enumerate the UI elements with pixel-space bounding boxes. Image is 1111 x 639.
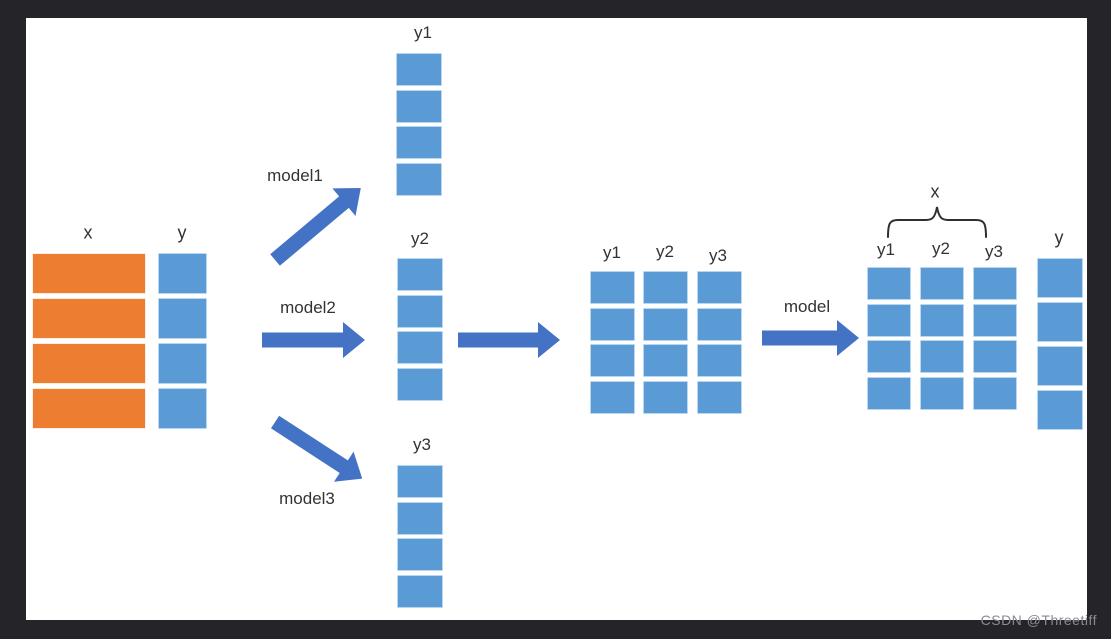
right-y2-label: y2: [932, 239, 950, 258]
matrix-cell: [396, 89, 442, 123]
matrix-cell: [920, 376, 964, 410]
matrix-cell: [697, 271, 742, 304]
left-x-label: x: [83, 222, 93, 243]
matrix-cell: [697, 380, 742, 414]
matrix-cell: [1037, 302, 1083, 342]
pred-bottom-label: y3: [413, 435, 431, 454]
matrix-cell: [158, 253, 207, 294]
matrix-cell: [643, 307, 688, 341]
pred-middle-label: y2: [411, 229, 429, 248]
matrix-cell: [643, 380, 688, 414]
x-feature-matrix: [32, 253, 146, 429]
matrix-cell: [697, 307, 742, 341]
matrix-cell: [697, 344, 742, 377]
matrix-cell: [397, 538, 443, 571]
y1-prediction-column: [396, 53, 442, 196]
matrix-cell: [32, 343, 146, 384]
matrix-cell: [32, 298, 146, 339]
matrix-cell: [867, 267, 911, 300]
matrix-cell: [1037, 258, 1083, 298]
matrix-cell: [396, 53, 442, 86]
matrix-cell: [920, 340, 964, 373]
pred-top-label: y1: [414, 23, 432, 42]
matrix-cell: [158, 388, 207, 429]
final-model-label: model: [783, 297, 831, 316]
center-y3-column: [697, 271, 742, 414]
matrix-cell: [396, 162, 442, 196]
right-y3-label: y3: [985, 242, 1003, 261]
matrix-cell: [920, 303, 964, 337]
model3-label: model3: [279, 489, 335, 508]
model1-label: model1: [267, 166, 323, 185]
matrix-cell: [867, 376, 911, 410]
center-y3-label: y3: [709, 246, 727, 265]
center-y2-label: y2: [656, 242, 674, 261]
right-y1-column: [867, 267, 911, 410]
model2-label: model2: [280, 298, 336, 317]
matrix-cell: [397, 501, 443, 535]
right-y1-label: y1: [877, 240, 895, 259]
y3-prediction-column: [397, 465, 443, 608]
matrix-cell: [590, 271, 635, 304]
center-y1-column: [590, 271, 635, 414]
final-model-arrow-icon: [762, 320, 859, 356]
matrix-cell: [397, 294, 443, 328]
brace-icon: [887, 206, 987, 238]
matrix-cell: [973, 303, 1017, 337]
matrix-cell: [867, 303, 911, 337]
watermark: CSDN @Threetiff: [980, 612, 1097, 628]
combine-arrow-icon: [458, 322, 560, 358]
center-y2-column: [643, 271, 688, 414]
matrix-cell: [397, 331, 443, 364]
matrix-cell: [1037, 390, 1083, 430]
center-y1-label: y1: [603, 243, 621, 262]
model3-arrow-icon: [270, 415, 363, 482]
model2-arrow-icon: [262, 322, 365, 358]
y2-prediction-column: [397, 258, 443, 401]
matrix-cell: [397, 258, 443, 291]
matrix-cell: [32, 253, 146, 294]
matrix-cell: [397, 367, 443, 401]
matrix-cell: [396, 126, 442, 159]
right-y3-column: [973, 267, 1017, 410]
right-y-target-column: [1037, 258, 1083, 430]
matrix-cell: [397, 574, 443, 608]
matrix-cell: [973, 267, 1017, 300]
matrix-cell: [590, 380, 635, 414]
model1-arrow-icon: [270, 188, 361, 266]
matrix-cell: [158, 343, 207, 384]
right-y2-column: [920, 267, 964, 410]
matrix-cell: [920, 267, 964, 300]
matrix-cell: [32, 388, 146, 429]
left-y-label: y: [177, 222, 187, 243]
matrix-cell: [973, 376, 1017, 410]
right-y-label: y: [1054, 227, 1064, 248]
matrix-cell: [397, 465, 443, 498]
matrix-cell: [973, 340, 1017, 373]
matrix-cell: [158, 298, 207, 339]
right-x-label: x: [930, 181, 940, 202]
matrix-cell: [1037, 346, 1083, 386]
matrix-cell: [590, 344, 635, 377]
matrix-cell: [867, 340, 911, 373]
matrix-cell: [643, 344, 688, 377]
diagram-canvas: x y model1 model2 model3 y1 y2 y3: [26, 18, 1087, 620]
y-target-column: [158, 253, 207, 429]
matrix-cell: [590, 307, 635, 341]
matrix-cell: [643, 271, 688, 304]
